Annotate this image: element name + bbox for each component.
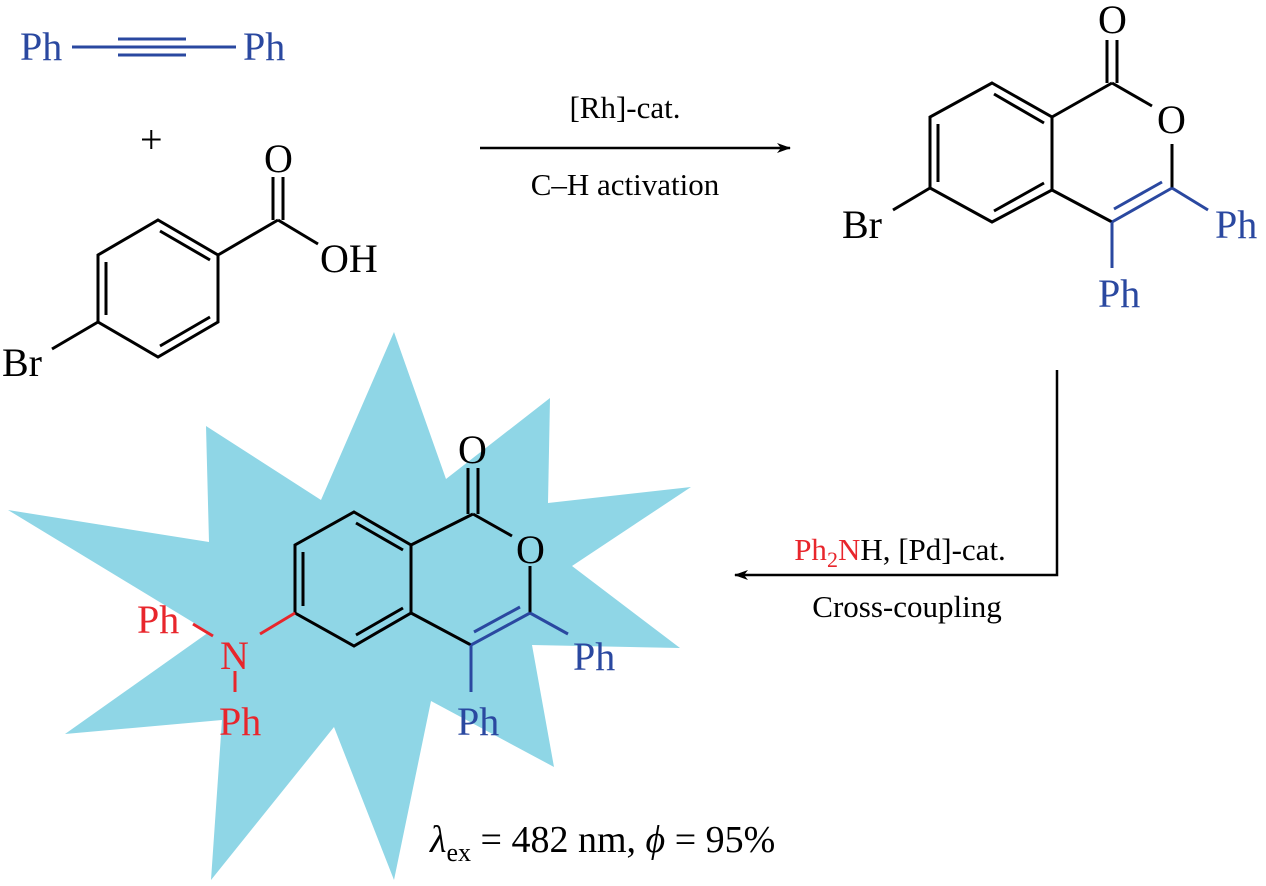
ph-label: Ph bbox=[20, 24, 62, 69]
bromobenzoic-acid: O OH Br bbox=[2, 136, 378, 385]
coupling-conditions: Ph2NH, [Pd]-cat. bbox=[794, 532, 1006, 572]
reaction-arrow-2 bbox=[734, 370, 1059, 580]
step2-type-label: Cross-coupling bbox=[812, 589, 1001, 624]
ph-label: Ph bbox=[243, 24, 285, 69]
ph-label: Ph bbox=[1215, 202, 1257, 247]
ph-label: Ph bbox=[137, 597, 179, 642]
ring-o: O bbox=[516, 527, 545, 572]
aminated-isocoumarin: O O N Ph Ph Ph Ph bbox=[137, 427, 615, 744]
ph-label: Ph bbox=[219, 699, 261, 744]
diphenylacetylene: Ph Ph bbox=[20, 24, 285, 69]
bromo-isocoumarin: O O Br Ph Ph bbox=[842, 0, 1257, 316]
br-label: Br bbox=[842, 202, 882, 247]
n-label: N bbox=[220, 633, 249, 678]
oh-label: OH bbox=[320, 236, 378, 281]
catalyst-label: [Rh]-cat. bbox=[569, 90, 680, 125]
br-label: Br bbox=[2, 340, 42, 385]
fluorescence-starburst bbox=[8, 332, 691, 880]
step1-type-label: C–H activation bbox=[531, 167, 720, 202]
carbonyl-o: O bbox=[458, 427, 487, 472]
plus-sign: + bbox=[140, 117, 163, 162]
ring-o: O bbox=[1157, 97, 1186, 142]
ph-label: Ph bbox=[457, 699, 499, 744]
ph-label: Ph bbox=[1098, 271, 1140, 316]
ph-label: Ph bbox=[573, 634, 615, 679]
carbonyl-o: O bbox=[264, 136, 293, 181]
photophysical-data: λex = 482 nm, ϕ = 95% bbox=[429, 819, 775, 867]
carbonyl-o: O bbox=[1098, 0, 1127, 42]
